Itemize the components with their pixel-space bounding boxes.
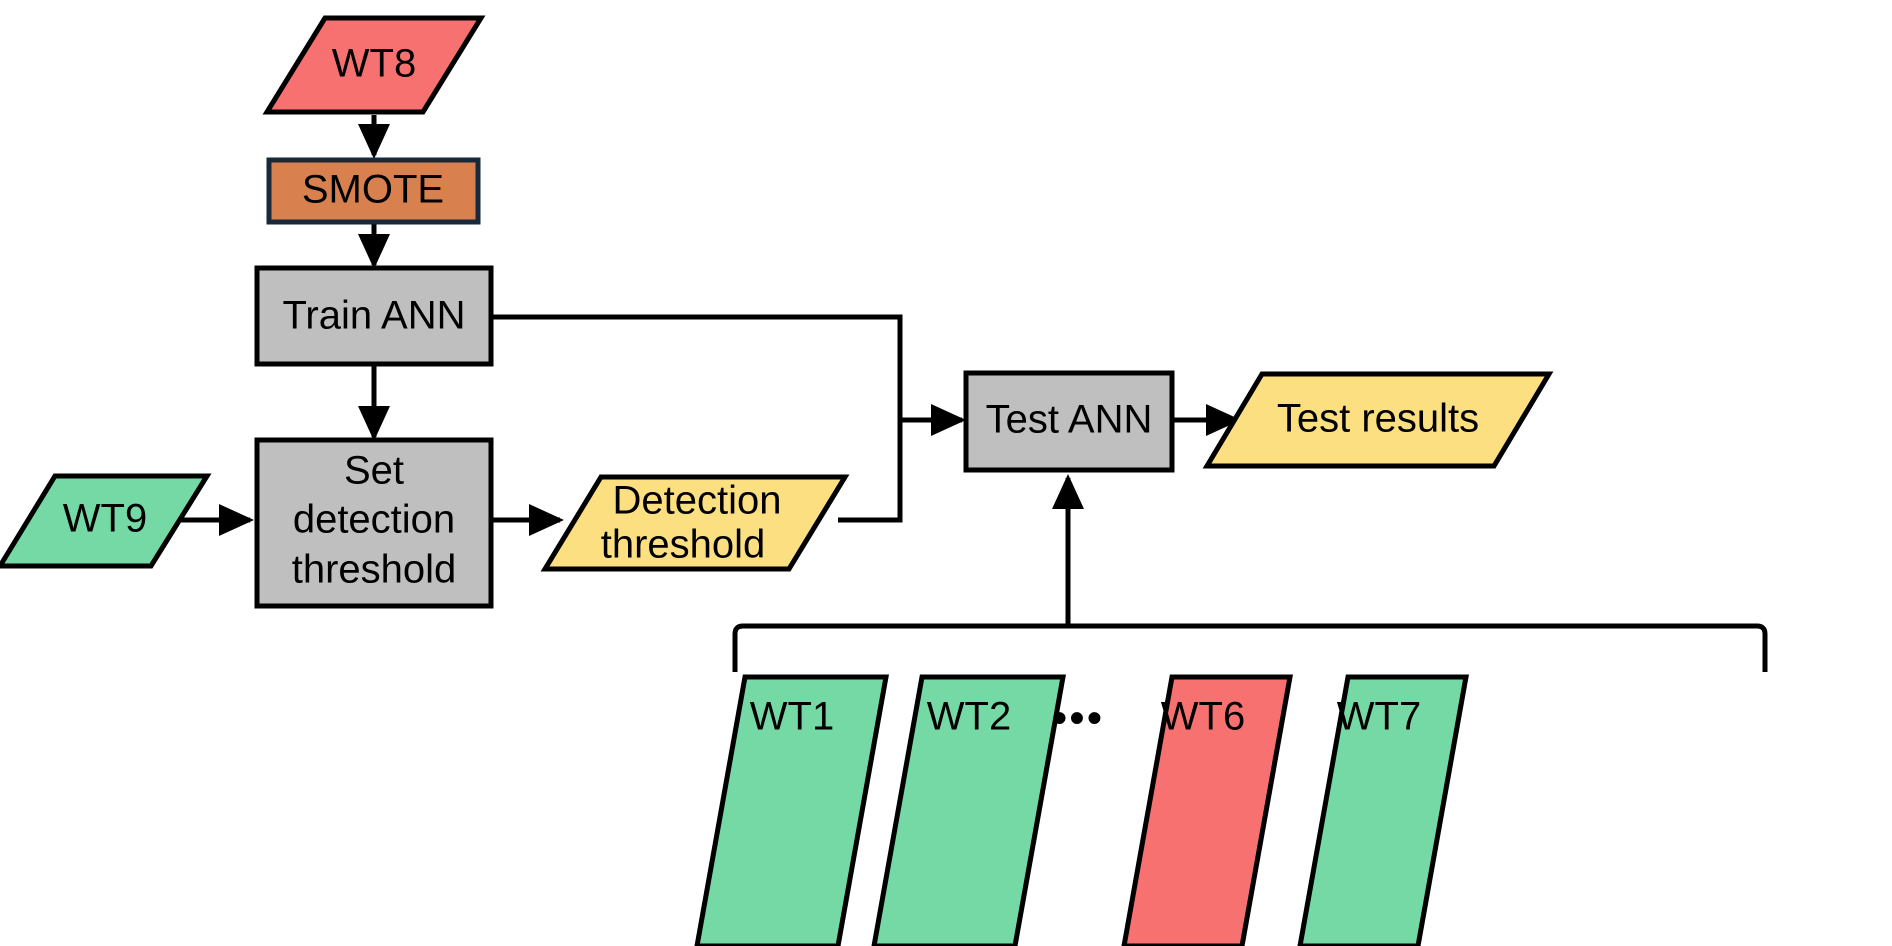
set-detection-threshold-label-line2: detection xyxy=(293,498,455,542)
node-wt9[interactable]: WT9 xyxy=(0,473,212,569)
node-train-ann[interactable]: Train ANN xyxy=(254,265,494,367)
wt8-label: WT8 xyxy=(332,42,416,86)
edge-train-ann-to-test-ann xyxy=(491,314,903,420)
wt2-label: WT2 xyxy=(927,695,1011,739)
ellipsis-label: ••• xyxy=(1052,694,1104,743)
node-detection-threshold[interactable]: Detection threshold xyxy=(540,474,850,572)
wt8-shape xyxy=(262,15,486,115)
wt9-shape xyxy=(0,473,212,569)
test-results-shape xyxy=(1202,371,1554,469)
set-detection-threshold-label-line3: threshold xyxy=(292,548,457,592)
node-wt8[interactable]: WT8 xyxy=(262,15,486,115)
wt9-label: WT9 xyxy=(63,497,147,541)
edge-detection-threshold-to-test-ann xyxy=(838,420,903,523)
detection-threshold-label-line1: Detection xyxy=(613,479,782,523)
node-test-results[interactable]: Test results xyxy=(1202,371,1554,469)
test-ann-shape xyxy=(963,370,1175,473)
train-ann-shape xyxy=(254,265,494,367)
wt1-label: WT1 xyxy=(750,695,834,739)
wt7-label: WT7 xyxy=(1337,695,1421,739)
node-wt2[interactable]: WT2 xyxy=(871,674,1066,946)
wt7-shape xyxy=(1297,674,1469,946)
wt2-shape xyxy=(871,674,1066,946)
set-detection-threshold-shape xyxy=(254,437,494,609)
node-smote[interactable]: SMOTE xyxy=(266,157,481,225)
detection-threshold-shape xyxy=(540,474,850,572)
smote-label: SMOTE xyxy=(302,168,444,212)
node-test-ann[interactable]: Test ANN xyxy=(963,370,1175,473)
wt6-shape xyxy=(1121,674,1293,946)
wt1-shape xyxy=(694,674,889,946)
test-results-label: Test results xyxy=(1277,397,1479,441)
wt6-label: WT6 xyxy=(1161,695,1245,739)
test-ann-label: Test ANN xyxy=(986,398,1153,442)
node-wt7[interactable]: WT7 xyxy=(1297,674,1469,946)
set-detection-threshold-label-line1: Set xyxy=(344,449,404,493)
smote-shape xyxy=(266,157,481,225)
node-wt6[interactable]: WT6 xyxy=(1121,674,1293,946)
node-set-detection-threshold[interactable]: Set detection threshold xyxy=(254,437,494,609)
node-wt1[interactable]: WT1 xyxy=(694,674,889,946)
detection-threshold-label-line2: threshold xyxy=(601,523,766,567)
train-ann-label: Train ANN xyxy=(282,294,465,338)
test-set-bracket xyxy=(732,623,1768,672)
